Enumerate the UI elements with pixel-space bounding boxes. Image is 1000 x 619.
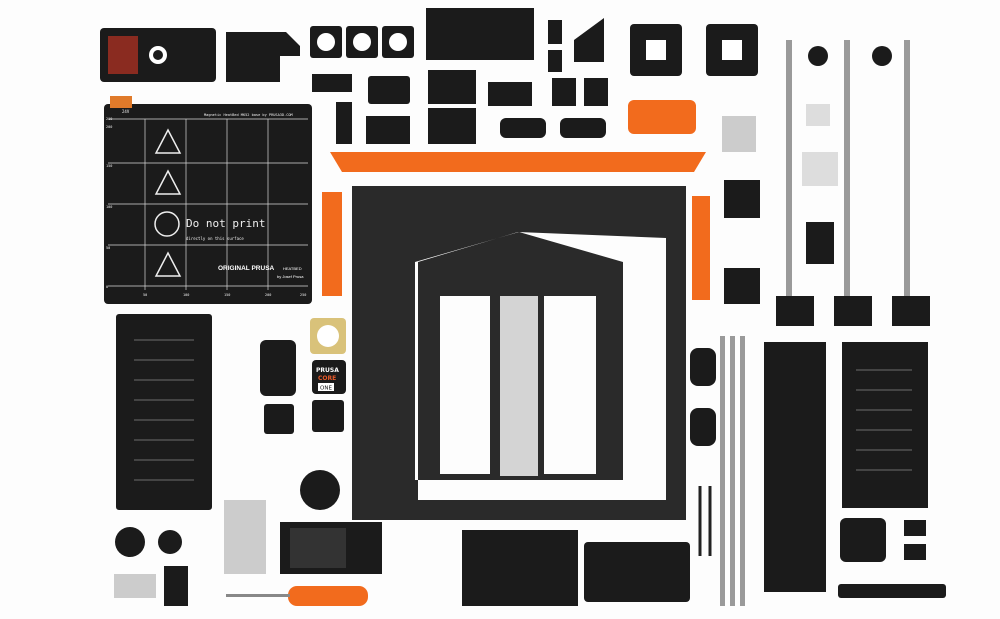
screwdriver-shaft [226,594,290,597]
label-line1: PRUSA [316,367,339,374]
plate-hole [317,325,339,347]
voltage-label: 24V [122,109,130,114]
shroud-hole [317,33,335,51]
psu-cover [842,342,928,508]
extruder-motor [722,116,756,152]
bearing-holder [500,118,546,138]
nut [872,46,892,66]
psu-cover-plate [764,342,826,592]
small-part [488,82,532,106]
gear-bracket [574,18,604,62]
y-tick: 200 [106,125,112,129]
smooth-rod [720,336,725,606]
stepper-motor [724,180,760,218]
stepper-motor [776,296,814,326]
nut [808,46,828,66]
spool-part [158,530,182,554]
bracket [164,566,188,606]
handle-bar [838,584,946,598]
hex-grille [584,542,690,602]
small-part [366,116,410,144]
blower-fan [300,470,340,510]
fan-label [646,40,666,60]
label-line2: CORE [318,375,336,382]
brand-suffix: HEATBED [283,266,302,271]
smooth-rod [740,336,745,606]
hex-plate [428,70,476,104]
orange-bar-right [692,196,710,300]
orange-bar-top [330,152,706,172]
stepper-motor [724,268,760,304]
display-window [108,36,138,74]
spool-holder [628,100,696,134]
y-tick: 210 [106,117,112,121]
knob-center [153,50,163,60]
frame-gap-shadow [500,296,538,476]
small-fan [264,404,294,434]
sensor-board [114,574,156,598]
warning-main: Do not print [186,217,265,230]
author-label: by Josef Prusa [277,274,304,279]
frame-gap [500,296,538,476]
hot-surface-icon [154,169,182,195]
core-one-label: PRUSA CORE ONE [312,360,346,394]
stepper-motor [834,296,872,326]
warning-icon [154,128,182,154]
magnet-icon [154,251,182,277]
spool-part [115,527,145,557]
rod-holder [690,408,716,446]
small-part [552,78,576,106]
small-part [548,50,562,72]
power-socket [840,518,886,562]
small-board [806,104,830,126]
lcd-screen [290,528,346,568]
small-part [548,20,562,44]
small-part [336,102,352,144]
small-part [312,74,352,92]
stepper-motor [892,296,930,326]
brand-label: ORIGINAL PRUSA [218,265,275,272]
x-tick: 200 [265,293,271,297]
leadscrew [904,40,910,300]
shroud-hole [389,33,407,51]
bearing-holder [560,118,606,138]
y-tick: 100 [106,205,112,209]
y-tick: 50 [106,246,110,250]
small-part [584,78,608,106]
label-line3: ONE [320,386,332,392]
hex-plate [428,108,476,144]
mainboard [462,530,578,606]
small-board [802,152,838,186]
heatbed: 24V Magnetic HeatBed MK52 base by PRUSA3… [104,96,312,304]
sensor-module [806,222,834,264]
rod-holder [690,348,716,386]
x-tick: 100 [183,293,189,297]
screwdriver-handle [288,586,368,606]
shroud-hole [353,33,371,51]
x-tick: 250 [300,293,306,297]
extruder-cover [426,8,534,60]
y-tick: 0 [106,285,108,289]
small-part [904,520,926,536]
x-tick: 150 [224,293,230,297]
hotend-assembly [260,340,296,396]
leadscrew [844,40,850,300]
x-tick: 50 [143,293,147,297]
no-print-icon [154,211,180,237]
small-part [368,76,410,104]
control-board [224,500,266,574]
bracket-part [226,32,300,82]
orange-bar-left [322,192,342,296]
smooth-rod [730,336,735,606]
small-part [904,544,926,560]
warning-sub: directly on this surface [186,236,244,241]
leadscrew [786,40,792,300]
fan-shroud [312,400,344,432]
fan-label [722,40,742,60]
y-tick: 150 [106,164,112,168]
heatbed-title: Magnetic HeatBed MK52 base by PRUSA3D.CO… [204,113,294,117]
